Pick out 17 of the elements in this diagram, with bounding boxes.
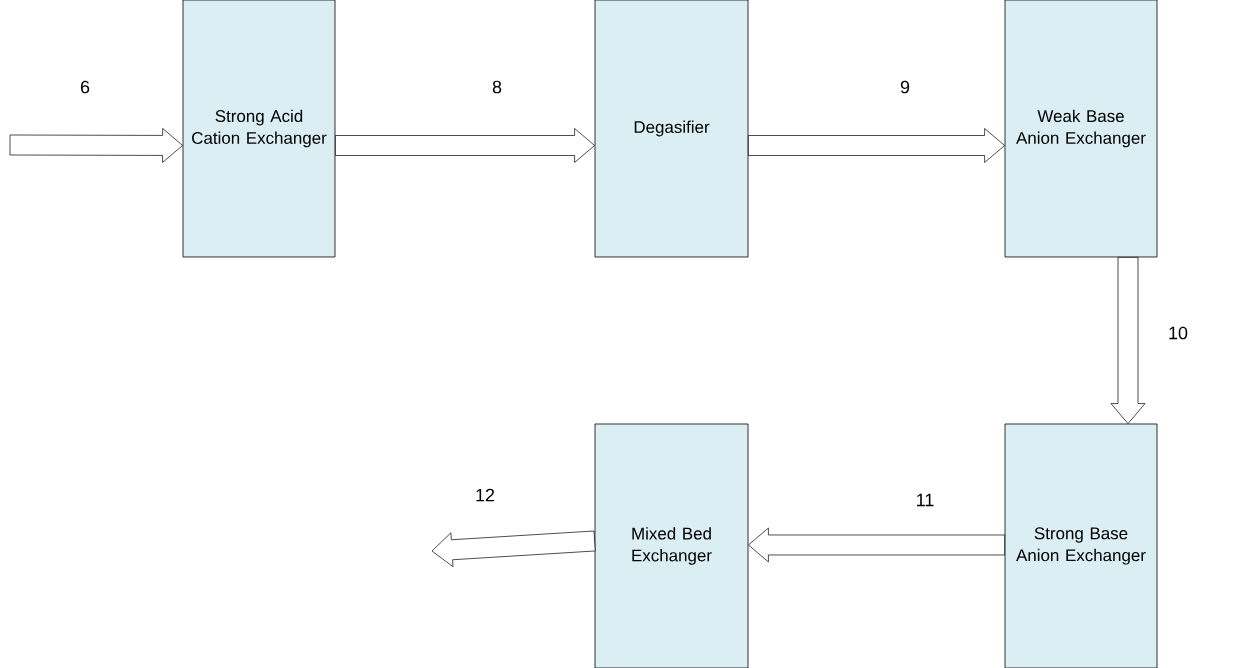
edge-label: 8	[491, 79, 503, 95]
block-arrow	[335, 128, 595, 163]
edge-label: 11	[914, 492, 936, 508]
edge-label: 12	[474, 487, 496, 503]
edge-label: 10	[1167, 325, 1189, 341]
block-arrow	[1110, 257, 1146, 424]
process-box: Degasifier	[594, 0, 749, 258]
process-box: Mixed Bed Exchanger	[594, 423, 749, 668]
block-arrow	[9, 128, 183, 163]
block-arrow	[431, 530, 596, 568]
edge-label: 9	[899, 79, 911, 95]
block-arrow	[748, 128, 1005, 163]
process-box: Weak Base Anion Exchanger	[1004, 0, 1158, 258]
process-box: Strong Base Anion Exchanger	[1004, 423, 1158, 668]
edge-label: 6	[79, 79, 91, 95]
process-box: Strong Acid Cation Exchanger	[182, 0, 336, 258]
block-arrow	[748, 527, 1005, 563]
